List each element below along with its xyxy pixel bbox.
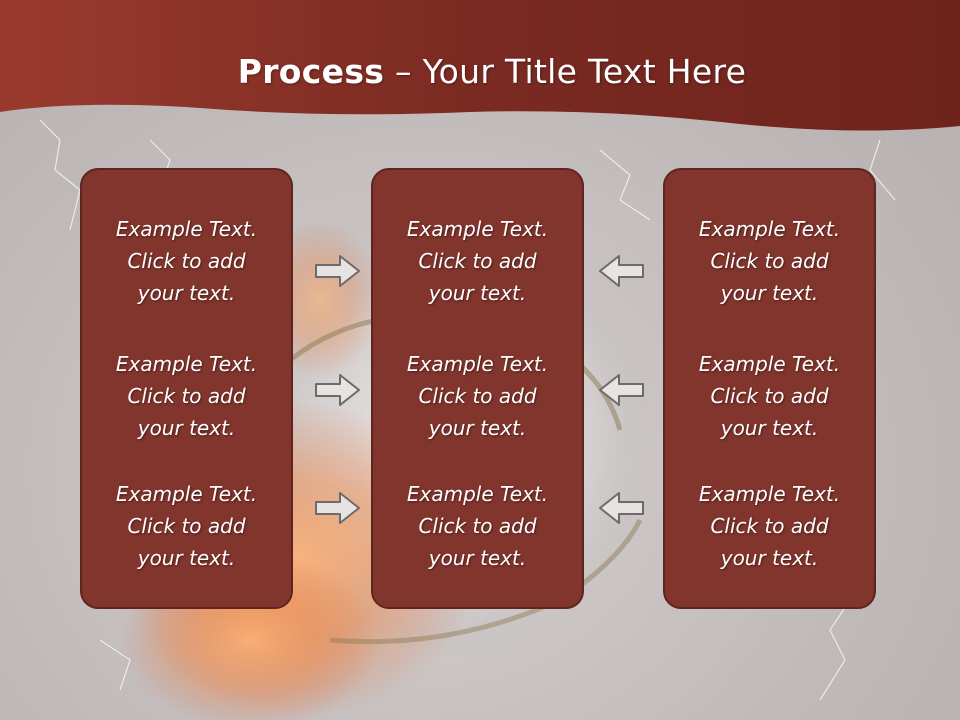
arrow-left-icon (599, 492, 644, 524)
page-title[interactable]: Process – Your Title Text Here (0, 52, 960, 91)
text-placeholder[interactable]: Example Text. Click to add your text. (698, 217, 841, 305)
arrow-right-icon (315, 374, 360, 406)
arrow-left-icon (599, 374, 644, 406)
text-placeholder[interactable]: Example Text. Click to add your text. (115, 482, 258, 570)
text-placeholder[interactable]: Example Text. Click to add your text. (698, 352, 841, 440)
arrow-right-icon (315, 255, 360, 287)
panel-left: Example Text. Click to add your text. Ex… (80, 168, 293, 609)
text-placeholder[interactable]: Example Text. Click to add your text. (406, 482, 549, 570)
panel-center: Example Text. Click to add your text. Ex… (371, 168, 584, 609)
text-placeholder[interactable]: Example Text. Click to add your text. (115, 217, 258, 305)
text-placeholder[interactable]: Example Text. Click to add your text. (406, 217, 549, 305)
panel-right: Example Text. Click to add your text. Ex… (663, 168, 876, 609)
arrow-left-icon (599, 255, 644, 287)
text-placeholder[interactable]: Example Text. Click to add your text. (115, 352, 258, 440)
title-rest: – Your Title Text Here (384, 52, 747, 91)
arrow-right-icon (315, 492, 360, 524)
text-placeholder[interactable]: Example Text. Click to add your text. (406, 352, 549, 440)
text-placeholder[interactable]: Example Text. Click to add your text. (698, 482, 841, 570)
title-bold: Process (237, 52, 385, 91)
header-banner (0, 0, 960, 131)
